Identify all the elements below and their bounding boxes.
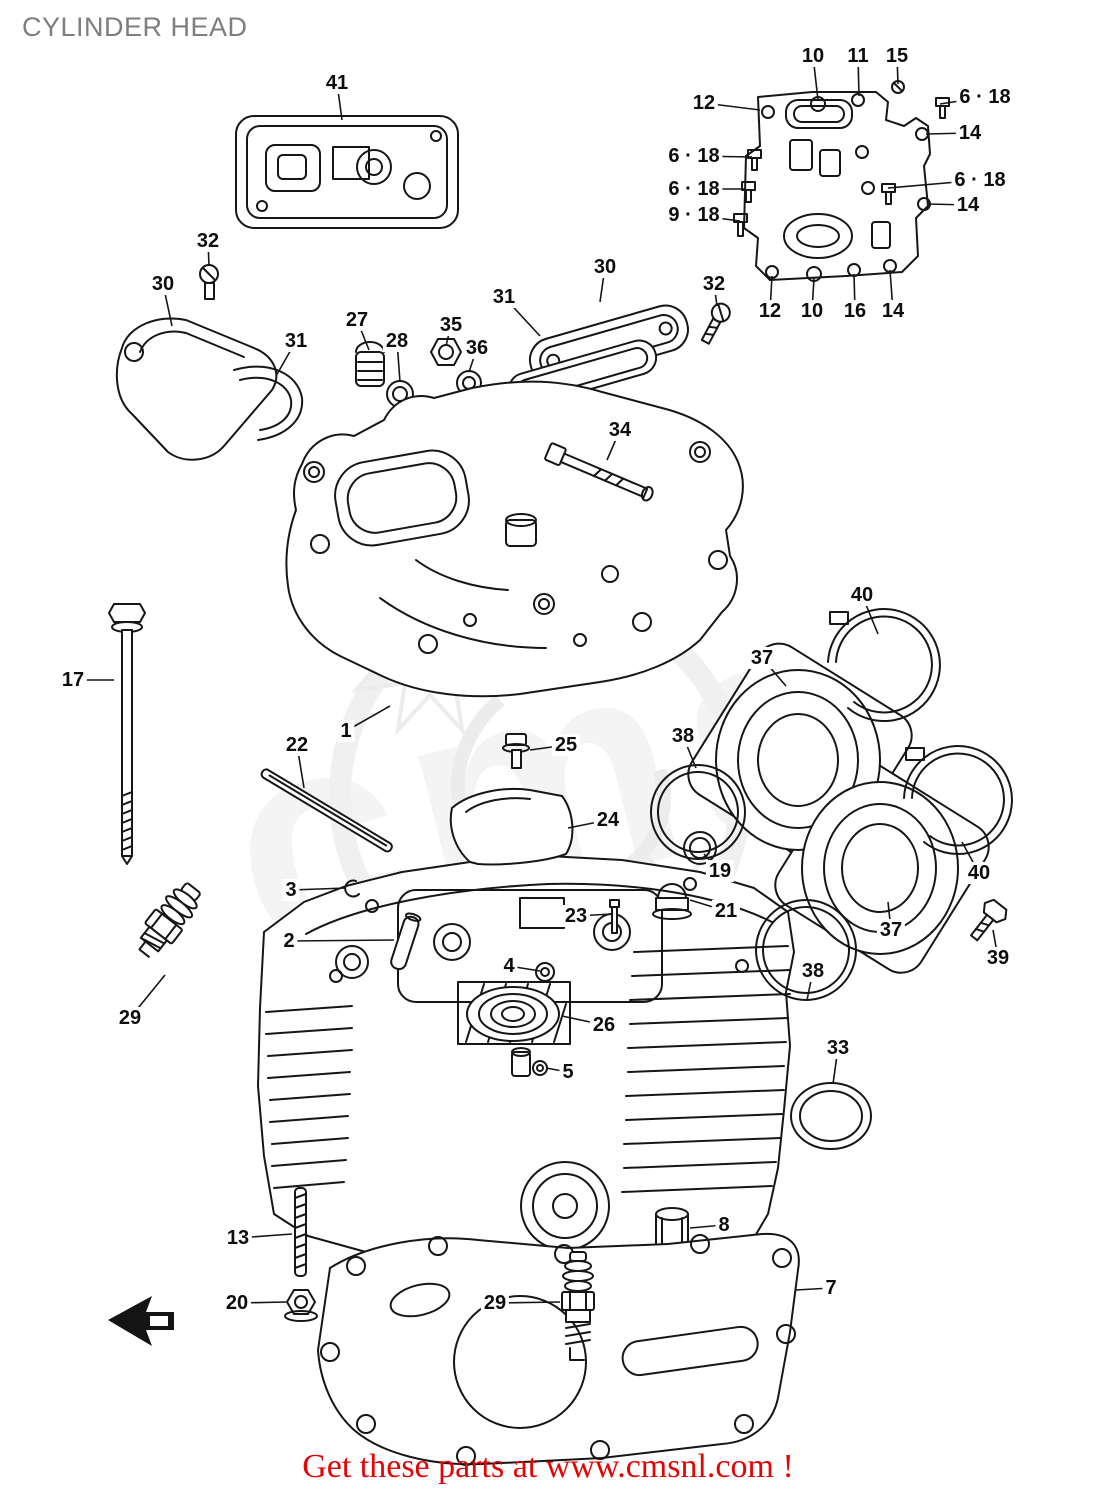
bolt-25-art	[502, 733, 530, 769]
part-label-14[interactable]: 14	[878, 300, 908, 322]
part-label-6-18[interactable]: 6 · 18	[951, 169, 1009, 191]
footer-link[interactable]: Get these parts at www.cmsnl.com !	[302, 1448, 794, 1485]
part-label-30[interactable]: 30	[148, 273, 178, 295]
part-label-5[interactable]: 5	[559, 1061, 577, 1083]
screw-32-left-art	[199, 264, 219, 300]
clip-3-art	[344, 879, 360, 898]
leader-line	[290, 887, 347, 891]
part-label-37[interactable]: 37	[876, 919, 906, 941]
gasket-41-art	[235, 115, 459, 229]
part-label-14[interactable]: 14	[955, 122, 985, 144]
cap-33-art	[790, 1082, 872, 1150]
part-label-37[interactable]: 37	[747, 647, 777, 669]
part-label-38[interactable]: 38	[668, 725, 698, 747]
part-label-13[interactable]: 13	[223, 1227, 253, 1249]
part-label-30[interactable]: 30	[590, 256, 620, 278]
part-label-28[interactable]: 28	[382, 330, 412, 352]
part-label-33[interactable]: 33	[823, 1037, 853, 1059]
part-27-art	[355, 341, 385, 387]
shell-24-art	[449, 787, 574, 866]
bolt-17-art	[108, 603, 146, 865]
direction-arrow-icon	[108, 1296, 174, 1346]
stud-13-art	[294, 1187, 307, 1277]
part-label-12[interactable]: 12	[689, 92, 719, 114]
cap-30-left-art	[115, 317, 278, 461]
part-label-3[interactable]: 3	[282, 879, 300, 901]
part-label-38[interactable]: 38	[798, 960, 828, 982]
part-label-8[interactable]: 8	[715, 1214, 733, 1236]
intake-boots-art	[650, 608, 1013, 1001]
cap-nut-21-art	[652, 883, 692, 920]
seat-4-art	[535, 962, 555, 982]
part-label-34[interactable]: 34	[605, 419, 635, 441]
part-label-4[interactable]: 4	[500, 955, 518, 977]
part-label-24[interactable]: 24	[593, 809, 623, 831]
part-label-40[interactable]: 40	[847, 584, 877, 606]
guide-2-art	[390, 912, 422, 971]
page-title: CYLINDER HEAD	[22, 12, 248, 42]
part-label-23[interactable]: 23	[561, 905, 591, 927]
part-label-32[interactable]: 32	[193, 230, 223, 252]
nut-20-art	[284, 1289, 318, 1322]
part-label-11[interactable]: 11	[844, 45, 872, 67]
part-label-16[interactable]: 16	[840, 300, 870, 322]
part-label-21[interactable]: 21	[711, 900, 741, 922]
rod-22-art	[260, 768, 393, 853]
valve-cover-art	[285, 380, 744, 698]
part-label-10[interactable]: 10	[798, 45, 828, 67]
part-label-7[interactable]: 7	[822, 1277, 840, 1299]
screw-32-right-art	[700, 302, 731, 345]
part-label-19[interactable]: 19	[705, 860, 735, 882]
cover-31-left-art	[233, 365, 304, 441]
part-label-6-18[interactable]: 6 · 18	[956, 86, 1014, 108]
bolt-34-art	[544, 442, 654, 502]
part-label-31[interactable]: 31	[489, 286, 519, 308]
part-label-2[interactable]: 2	[280, 930, 298, 952]
part-label-35[interactable]: 35	[436, 314, 466, 336]
spark-plug-29-top-art	[138, 882, 201, 958]
part-label-32[interactable]: 32	[699, 273, 729, 295]
part-label-14[interactable]: 14	[953, 194, 983, 216]
part-label-1[interactable]: 1	[337, 720, 355, 742]
spark-plug-29-bottom-art	[561, 1251, 595, 1361]
part-label-41[interactable]: 41	[322, 72, 352, 94]
part-label-9-18[interactable]: 9 · 18	[665, 204, 723, 226]
part-label-31[interactable]: 31	[281, 330, 311, 352]
part-label-36[interactable]: 36	[462, 337, 492, 359]
part-label-29[interactable]: 29	[115, 1007, 145, 1029]
part-label-6-18[interactable]: 6 · 18	[665, 145, 723, 167]
part-label-10[interactable]: 10	[797, 300, 827, 322]
part-label-15[interactable]: 15	[882, 45, 912, 67]
part-label-26[interactable]: 26	[589, 1014, 619, 1036]
leader-line	[288, 939, 395, 942]
part-label-40[interactable]: 40	[964, 862, 994, 884]
part-label-22[interactable]: 22	[282, 734, 312, 756]
part-label-17[interactable]: 17	[58, 669, 88, 691]
part-label-29[interactable]: 29	[480, 1292, 510, 1314]
screw-39-art	[969, 898, 1008, 942]
bolt-23-art	[609, 899, 620, 934]
gasket-7-art	[317, 1232, 800, 1466]
part-label-25[interactable]: 25	[551, 734, 581, 756]
part-label-6-18[interactable]: 6 · 18	[665, 178, 723, 200]
part-label-27[interactable]: 27	[342, 309, 372, 331]
part-label-12[interactable]: 12	[755, 300, 785, 322]
part-label-20[interactable]: 20	[222, 1292, 252, 1314]
part-label-39[interactable]: 39	[983, 947, 1013, 969]
